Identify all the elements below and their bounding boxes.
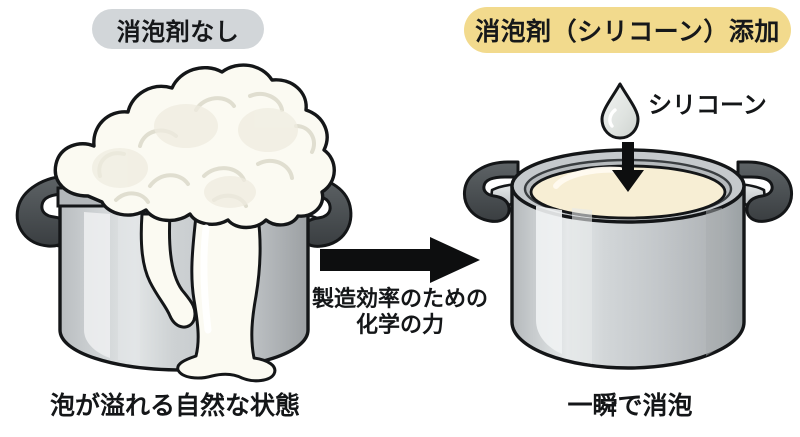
right-pot-right-handle-bracket <box>724 182 768 214</box>
right-pot-highlight-2 <box>572 208 592 364</box>
center-caption: 製造効率のための 化学の力 <box>285 286 515 338</box>
badge-no-antifoam: 消泡剤なし <box>92 9 264 49</box>
right-pot-shadow-stripe <box>706 208 722 356</box>
right-pot-highlight <box>536 206 562 354</box>
transition-arrow-right <box>320 237 480 283</box>
left-pot-foam-shading <box>92 104 298 208</box>
caption-right-defoamed: 一瞬で消泡 <box>567 392 693 420</box>
right-pot-liquid-sheen <box>553 166 623 189</box>
badge-antifoam-added: 消泡剤（シリコーン）添加 <box>464 7 791 53</box>
caption-left-overflow: 泡が溢れる自然な状態 <box>49 392 300 420</box>
silicone-down-arrow <box>612 142 644 192</box>
right-pot-body <box>510 184 746 370</box>
left-pot-highlight-2 <box>118 212 140 362</box>
center-caption-line1: 製造効率のための <box>311 286 488 311</box>
silicone-droplet-icon <box>600 82 640 140</box>
right-pot-liquid-surface <box>529 164 727 220</box>
right-pot-left-handle-bracket <box>488 182 532 214</box>
left-pot-rim <box>56 186 312 208</box>
right-pot-left-handle <box>462 160 520 223</box>
left-pot-highlight <box>84 212 110 358</box>
left-pot-left-handle-bracket <box>52 212 102 248</box>
left-pot-foam-mass <box>53 63 336 230</box>
right-pot-rim-outer <box>510 148 746 224</box>
left-pot-foam-bubble-details <box>97 91 316 208</box>
left-pot-foam-drip <box>139 212 197 329</box>
right-pot-right-handle <box>736 160 794 223</box>
left-pot-foam-stream-highlight <box>200 224 212 334</box>
right-pot-rim-inner <box>523 158 733 220</box>
left-pot-body <box>58 188 310 372</box>
center-caption-line2: 化学の力 <box>355 311 444 337</box>
left-pot-foam-overflow-stream <box>176 214 277 383</box>
silicone-droplet-highlight <box>608 108 617 128</box>
silicone-droplet-label: シリコーン <box>648 92 767 119</box>
left-pot-left-handle <box>15 174 84 248</box>
